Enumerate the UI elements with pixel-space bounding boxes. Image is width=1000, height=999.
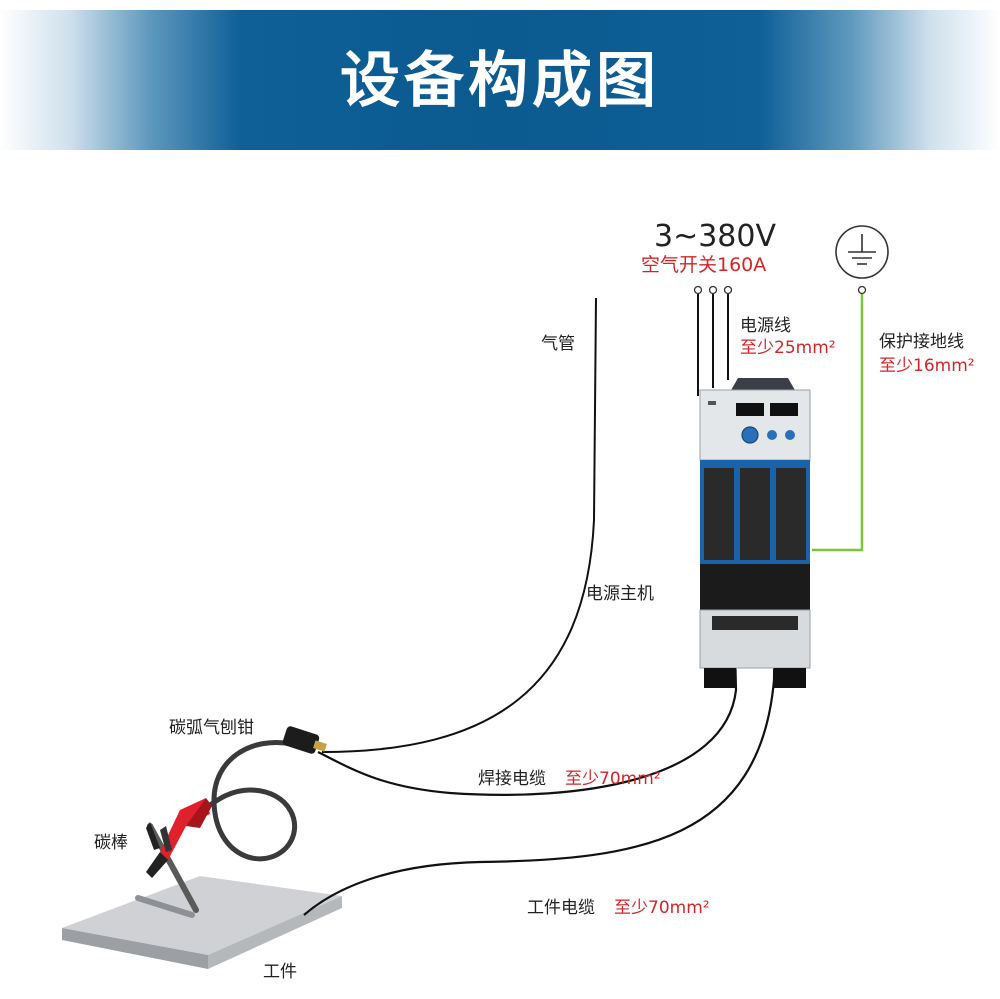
welding-cable-spec: 至少70mm² (565, 769, 661, 789)
work-cable-line (303, 605, 777, 916)
power-input-wires (693, 285, 733, 396)
ground-wire (812, 285, 867, 552)
workpiece-label: 工件 (263, 962, 297, 982)
page-title: 设备构成图 (340, 46, 660, 116)
gouging-torch-label: 碳弧气刨钳 (169, 718, 254, 738)
workpiece-plate (62, 876, 342, 969)
power-cable-label: 电源线 (740, 316, 791, 336)
supply-voltage: 3~380V (654, 219, 777, 254)
gouging-torch-icon (146, 798, 212, 878)
work-cable-spec: 至少70mm² (614, 898, 710, 918)
title-banner: 设备构成图 (0, 10, 1000, 150)
power-unit-icon (699, 378, 811, 688)
air-breaker-rating: 空气开关160A (641, 254, 767, 276)
carbon-rod-label: 碳棒 (94, 833, 128, 853)
torch-connector-icon (282, 726, 327, 754)
welding-cable-label: 焊接电缆 (478, 769, 546, 789)
power-cable-spec: 至少25mm² (740, 338, 836, 358)
main-unit-label: 电源主机 (586, 584, 654, 604)
welding-cable-line (317, 605, 738, 796)
work-cable-label: 工件电缆 (527, 898, 595, 918)
ground-wire-label: 保护接地线 (879, 332, 964, 352)
carbon-rod (147, 823, 199, 913)
torch-coil-cable (198, 740, 298, 862)
air-hose-line (321, 297, 597, 753)
air-hose-label: 气管 (541, 334, 575, 354)
ground-symbol-icon (835, 225, 889, 279)
ground-wire-spec: 至少16mm² (879, 356, 975, 376)
